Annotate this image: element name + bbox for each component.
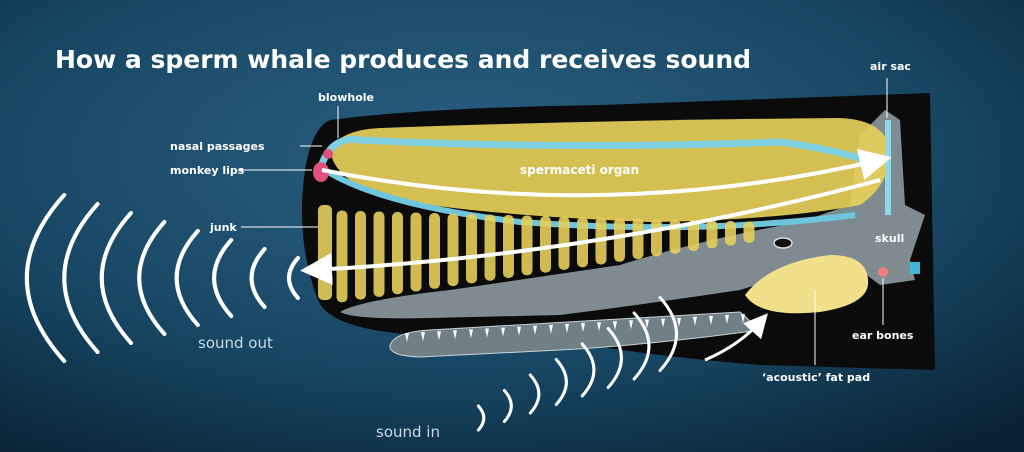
junk-segment [392, 212, 403, 295]
junk-segment [540, 216, 551, 273]
label-air-sac: air sac [870, 60, 911, 73]
sound-wave-in [502, 389, 513, 423]
sound-wave-out [174, 229, 200, 327]
junk-segment [614, 218, 625, 262]
label-skull: skull [875, 232, 904, 245]
sound-wave-in [632, 311, 651, 381]
junk-segment [466, 214, 477, 284]
junk-segment [336, 210, 348, 303]
sound-waves-out [25, 193, 300, 363]
sound-wave-in [658, 296, 678, 372]
air-sac-tip [910, 262, 920, 274]
tooth [677, 317, 681, 327]
tooth [421, 332, 425, 342]
lower-jaw [389, 311, 762, 358]
diagram-title: How a sperm whale produces and receives … [55, 45, 751, 74]
tooth [453, 330, 457, 340]
ear-bones [878, 267, 888, 277]
label-fat-pad: ‘acoustic’ fat pad [762, 371, 870, 384]
tooth [613, 321, 617, 331]
sound-wave-in [580, 342, 596, 398]
sound-wave-out [249, 247, 267, 309]
junk-segment [318, 205, 332, 300]
tooth [469, 329, 473, 339]
eye-icon [773, 237, 793, 249]
label-blowhole: blowhole [318, 91, 374, 104]
junk-segment [373, 211, 385, 297]
junk-segment [706, 220, 718, 249]
monkey-lips-upper [323, 149, 333, 159]
junk-segment [429, 213, 440, 289]
tooth [501, 327, 505, 337]
label-junk: junk [209, 221, 237, 234]
junk-segment [355, 211, 366, 300]
sound-wave-in [476, 404, 486, 432]
tooth [725, 315, 729, 324]
junk-segment [410, 212, 422, 292]
sound-wave-out [99, 211, 133, 345]
label-sound-in: sound in [376, 423, 440, 441]
tooth [581, 323, 585, 333]
tooth [549, 324, 553, 334]
sound-wave-out [287, 256, 300, 300]
label-nasal-passages: nasal passages [170, 140, 265, 153]
junk-segment [725, 221, 736, 246]
label-sound-out: sound out [198, 334, 273, 352]
nasal-passage [316, 135, 882, 172]
skull [340, 110, 925, 319]
teeth [405, 314, 745, 342]
sound-wave-out [62, 202, 100, 354]
nasal-passage-lower [323, 167, 856, 231]
tooth [437, 331, 441, 341]
tooth [693, 316, 697, 326]
junk [318, 205, 755, 303]
tooth [485, 328, 489, 338]
monkey-lips [313, 162, 329, 182]
junk-segment [743, 221, 755, 243]
tooth [661, 318, 665, 328]
tooth [709, 315, 713, 325]
junk-segment [651, 219, 662, 257]
sound-waves-in [476, 296, 678, 432]
acoustic-fat-pad [745, 255, 869, 314]
junk-segment [632, 218, 644, 260]
tooth [645, 319, 649, 329]
junk-segment [688, 220, 699, 251]
label-ear-bones: ear bones [852, 329, 914, 342]
tooth [405, 333, 409, 342]
junk-segment [484, 214, 496, 281]
sound-path-arrow-forward [321, 148, 892, 198]
label-spermaceti-organ: spermaceti organ [520, 163, 639, 177]
sound-path-arrow-out [300, 178, 881, 285]
junk-segment [503, 215, 514, 278]
sound-wave-out [137, 220, 167, 336]
sound-wave-in [554, 358, 568, 406]
tooth [597, 322, 601, 332]
tooth [517, 326, 521, 336]
tooth [533, 325, 537, 335]
sound-wave-in [606, 327, 623, 389]
sound-wave-out [25, 193, 67, 363]
label-monkey-lips: monkey lips [170, 164, 245, 177]
junk-segment [447, 213, 459, 287]
sound-wave-in [528, 373, 541, 415]
sound-wave-out [212, 238, 234, 318]
leader-lines [240, 78, 888, 365]
junk-segment [521, 215, 533, 276]
sound-in-arrow [704, 313, 768, 362]
tooth [565, 324, 569, 333]
tooth [629, 320, 633, 330]
